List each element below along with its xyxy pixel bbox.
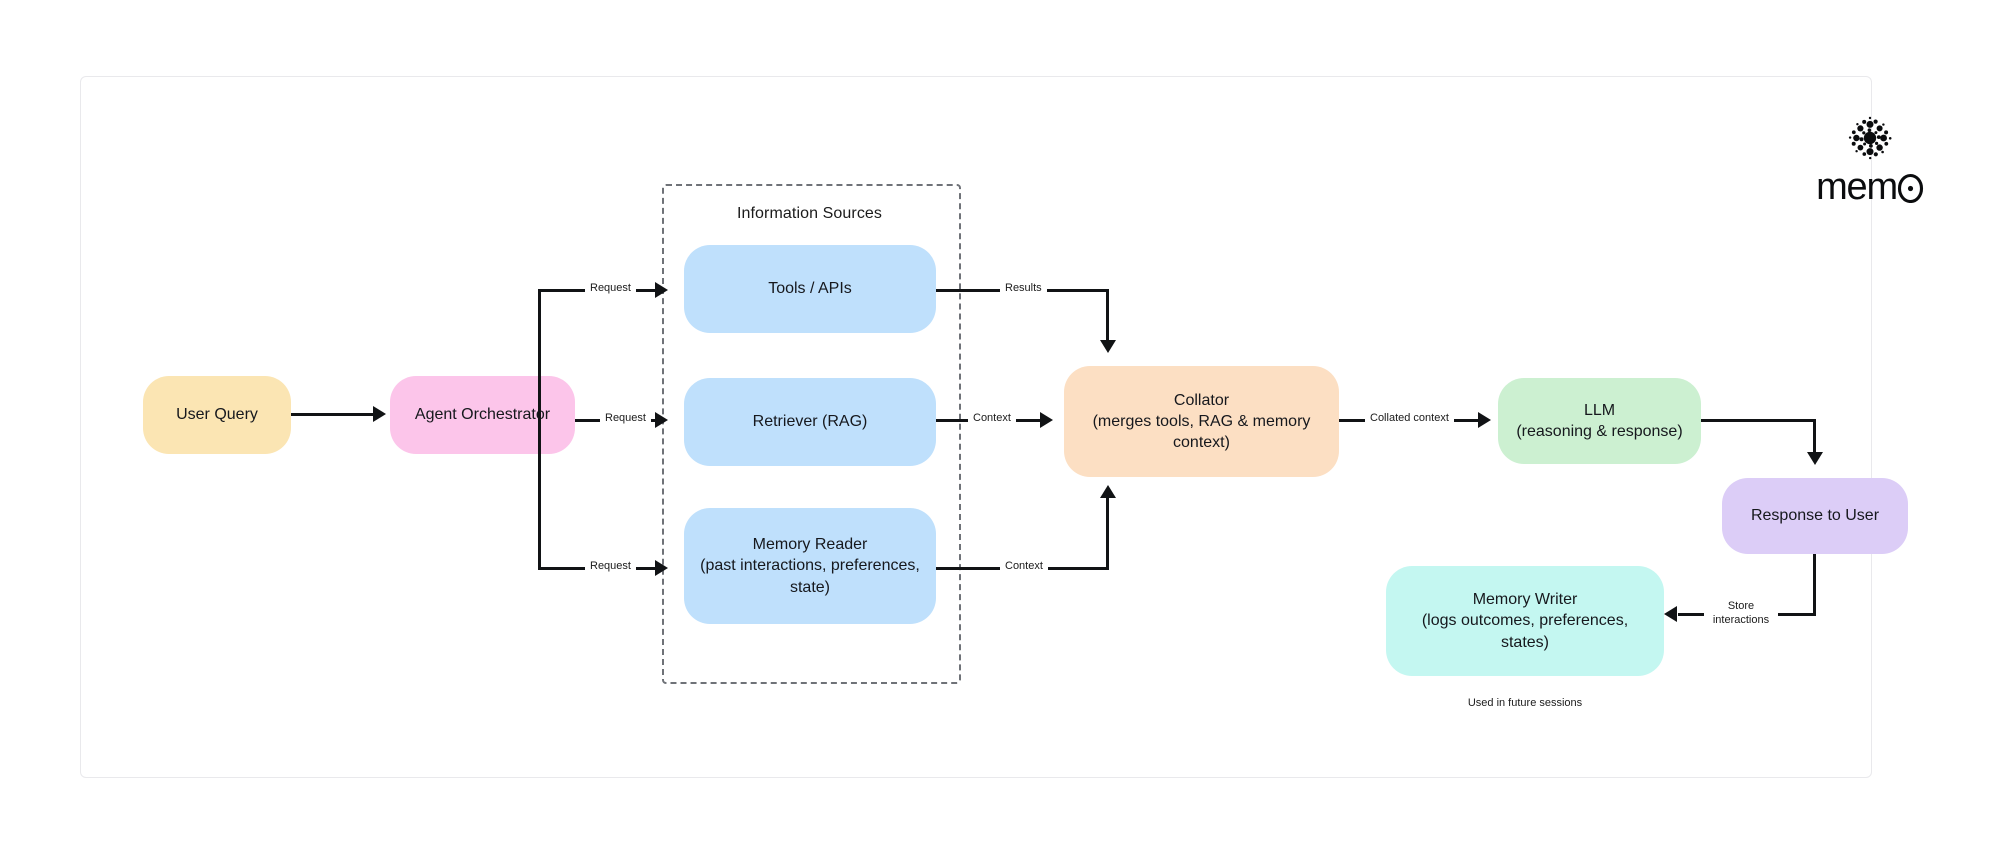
node-memory-reader-sublabel: (past interactions, preferences, state) [700,557,920,596]
edge-orch-memory-vertical [538,452,541,569]
edge-response-writer-vertical [1813,554,1816,616]
node-collator[interactable]: Collator (merges tools, RAG & memory con… [1064,366,1339,477]
node-user-query[interactable]: User Query [143,376,291,454]
edge-response-writer-label: Store interactions [1704,600,1778,628]
brand-wordmark: mem [1790,168,1950,206]
edge-memory-collator-vertical [1106,497,1109,569]
edge-orch-memory-arrow [655,560,668,576]
node-memory-writer[interactable]: Memory Writer (logs outcomes, preference… [1386,566,1664,676]
information-sources-label: Information Sources [736,205,883,222]
brand-name-prefix: mem [1816,166,1898,208]
mem0-logo: mem [1790,112,1950,206]
node-llm[interactable]: LLM (reasoning & response) [1498,378,1701,464]
edge-orch-memory-label: Request [585,560,636,574]
node-retriever-rag[interactable]: Retriever (RAG) [684,378,936,466]
future-sessions-caption: Used in future sessions [1467,697,1583,709]
edge-llm-response-vertical [1813,419,1816,457]
edge-rag-collator-arrow [1040,412,1053,428]
zero-with-dot-icon [1897,173,1923,204]
edge-orch-rag-arrow [655,412,668,428]
edge-llm-response-arrow [1807,452,1823,465]
edge-memory-collator-arrow [1100,485,1116,498]
edge-orch-tools-label: Request [585,282,636,296]
node-memory-reader[interactable]: Memory Reader (past interactions, prefer… [684,508,936,624]
edge-tools-collator-vertical [1106,289,1109,343]
node-agent-orchestrator[interactable]: Agent Orchestrator [390,376,575,454]
edge-collator-llm-arrow [1478,412,1491,428]
edge-orch-tools-arrow [655,282,668,298]
node-tools-apis[interactable]: Tools / APIs [684,245,936,333]
node-memory-reader-label: Memory Reader [752,536,868,554]
edge-rag-collator-label: Context [968,412,1016,426]
node-user-query-label: User Query [176,406,258,424]
node-llm-label: LLM [1583,401,1616,419]
edge-tools-collator-arrow [1100,340,1116,353]
edge-memory-collator-label: Context [1000,560,1048,574]
node-response-to-user-label: Response to User [1750,507,1880,525]
node-retriever-rag-label: Retriever (RAG) [752,413,868,431]
edge-query-to-orchestrator-arrow [373,406,386,422]
edge-tools-collator-label: Results [1000,282,1047,296]
edge-orch-tools-vertical [538,292,541,478]
node-collator-label: Collator [1173,391,1230,409]
node-llm-sublabel: (reasoning & response) [1516,423,1683,440]
node-collator-sublabel: (merges tools, RAG & memory context) [1092,412,1311,452]
node-agent-orchestrator-label: Agent Orchestrator [414,406,551,424]
edge-collator-llm-label: Collated context [1365,412,1454,426]
edge-query-to-orchestrator-line [291,413,375,416]
edge-llm-response-horizontal [1701,419,1815,422]
dot-burst-icon [1848,116,1892,160]
node-response-to-user[interactable]: Response to User [1722,478,1908,554]
node-memory-writer-label: Memory Writer [1472,591,1578,609]
node-tools-apis-label: Tools / APIs [768,280,852,298]
node-memory-writer-sublabel: (logs outcomes, preferences, states) [1421,612,1629,651]
edge-response-writer-arrow [1664,606,1677,622]
information-sources-group [662,184,961,684]
edge-orch-rag-label: Request [600,412,651,426]
